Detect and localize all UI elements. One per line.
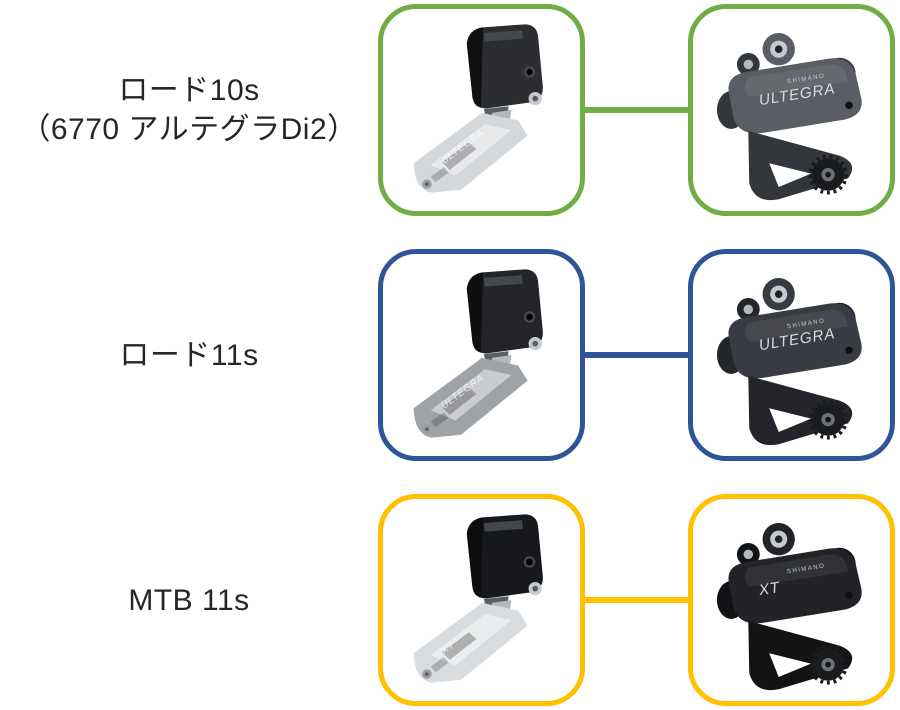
front-derailleur-image: XT bbox=[413, 514, 543, 683]
front-derailleur-box: XT bbox=[378, 494, 585, 706]
connector-line bbox=[583, 597, 690, 603]
row-mtb-11s: MTB 11s XT bbox=[0, 494, 900, 706]
connector-line bbox=[583, 107, 690, 113]
row-label: ロード10s （6770 アルテグラDi2） bbox=[0, 4, 378, 216]
row-label: MTB 11s bbox=[0, 494, 378, 706]
row-label-line1: MTB 11s bbox=[128, 583, 250, 617]
front-derailleur-image: ULTEGRA bbox=[413, 269, 543, 438]
row-label-line1: ロード11s bbox=[119, 338, 259, 372]
front-derailleur-box: ULTEGRA bbox=[378, 249, 585, 461]
row-road-10s: ロード10s （6770 アルテグラDi2） ULTEGRA bbox=[0, 4, 900, 216]
row-label-line2: （6770 アルテグラDi2） bbox=[20, 113, 358, 146]
connector-line bbox=[583, 352, 690, 358]
front-derailleur-box: ULTEGRA bbox=[378, 4, 585, 216]
front-derailleur-image: ULTEGRA bbox=[413, 24, 543, 193]
row-road-11s: ロード11s ULTEGRA bbox=[0, 249, 900, 461]
rear-derailleur-image: SHIMANO XT bbox=[716, 523, 862, 691]
rear-derailleur-box: SHIMANO ULTEGRA bbox=[688, 249, 895, 461]
row-label-line1: ロード10s bbox=[118, 74, 260, 107]
rear-derailleur-image: SHIMANO ULTEGRA bbox=[716, 33, 862, 201]
rear-derailleur-logo: XT bbox=[756, 579, 781, 599]
rear-derailleur-box: SHIMANO ULTEGRA bbox=[688, 4, 895, 216]
row-label: ロード11s bbox=[0, 249, 378, 461]
rear-derailleur-box: SHIMANO XT bbox=[688, 494, 895, 706]
rear-derailleur-image: SHIMANO ULTEGRA bbox=[716, 278, 862, 446]
